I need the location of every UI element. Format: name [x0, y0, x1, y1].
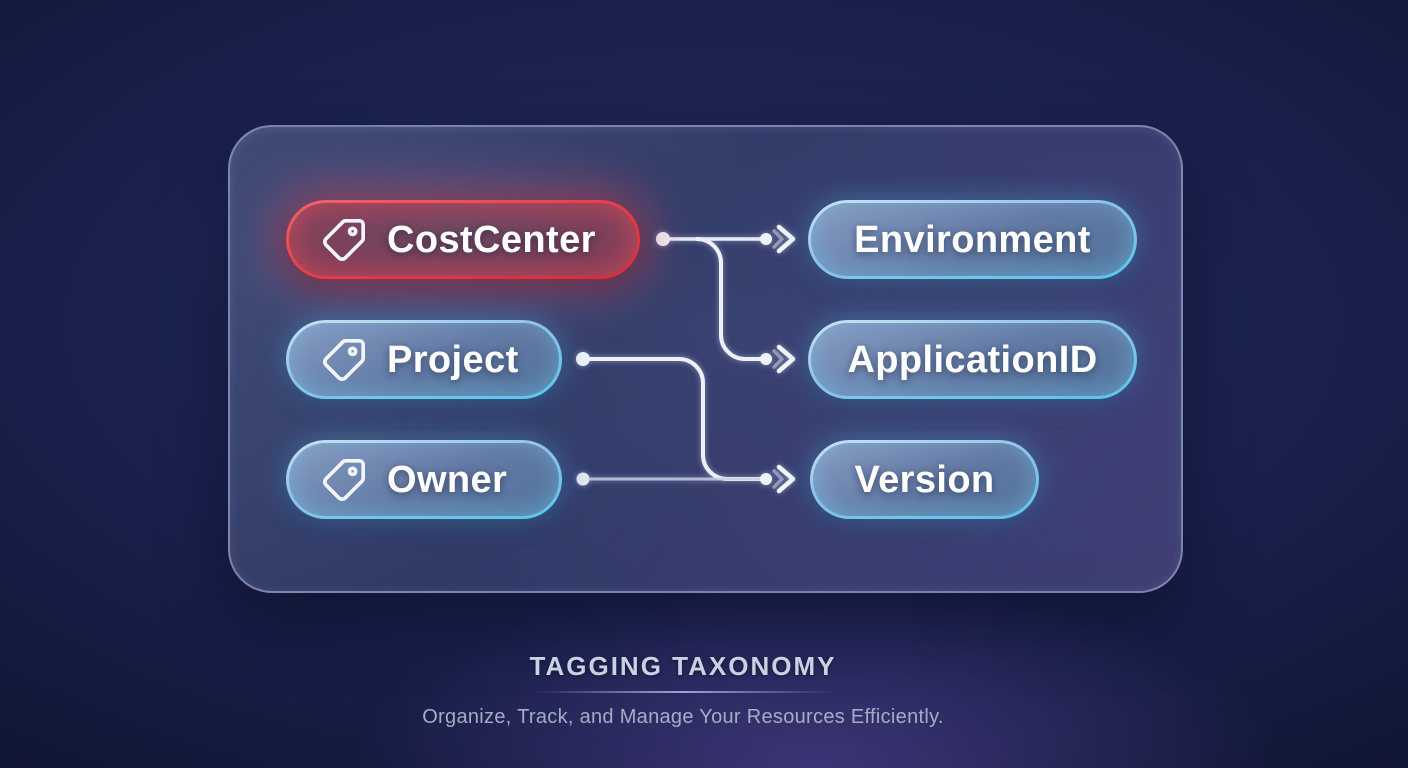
- tag-label: Environment: [854, 218, 1091, 261]
- tag-pill-owner: Owner: [286, 440, 562, 519]
- tag-label: Project: [387, 338, 519, 381]
- tag-label: CostCenter: [387, 218, 596, 261]
- page-subtitle: Organize, Track, and Manage Your Resourc…: [422, 706, 944, 728]
- tag-label: ApplicationID: [847, 338, 1098, 381]
- tag-label: Version: [854, 458, 995, 501]
- title-divider: [533, 691, 833, 693]
- tag-icon: [321, 217, 367, 263]
- tag-pill-version: Version: [810, 440, 1039, 519]
- tag-label: Owner: [387, 458, 508, 501]
- page-title: TAGGING TAXONOMY: [529, 651, 837, 681]
- tag-pill-applicationid: ApplicationID: [808, 320, 1137, 399]
- caption-block: TAGGING TAXONOMY Organize, Track, and Ma…: [183, 651, 1183, 729]
- tag-pill-project: Project: [286, 320, 562, 399]
- tag-icon: [321, 337, 367, 383]
- tag-icon: [321, 457, 367, 503]
- tag-pill-costcenter: CostCenter: [286, 200, 640, 279]
- tag-pill-environment: Environment: [808, 200, 1137, 279]
